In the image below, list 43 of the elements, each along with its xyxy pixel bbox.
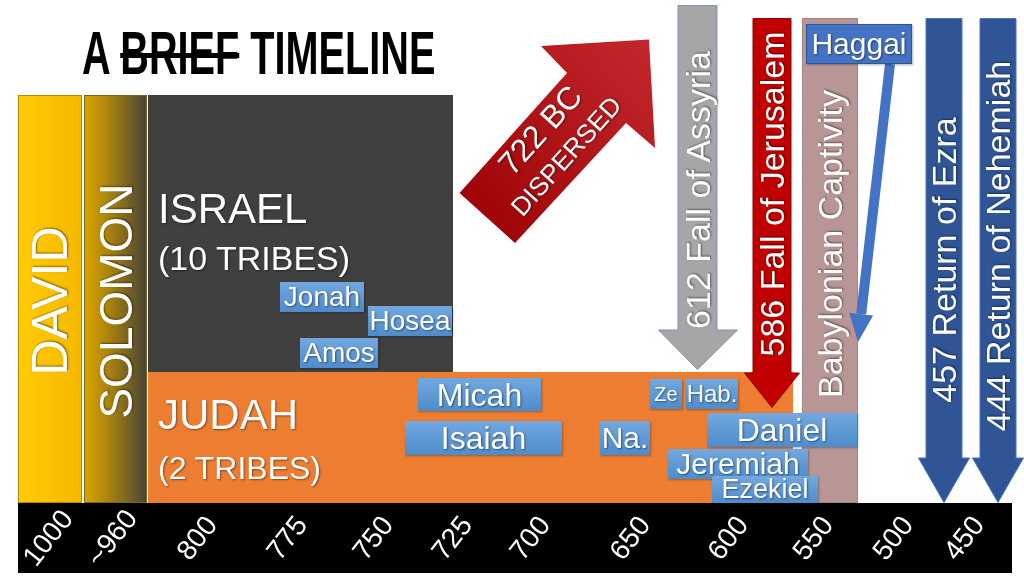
kingdom-label: JUDAH	[158, 394, 298, 436]
year-label: 725	[426, 510, 478, 566]
prophet-tag: Daniel	[707, 413, 857, 447]
event-pointer	[458, 38, 656, 244]
year-label: 450	[938, 510, 990, 566]
year-label: 700	[504, 510, 556, 566]
prophet-tag: Hab.	[686, 379, 738, 409]
event-pointer	[658, 5, 738, 370]
event-label: 444 Return of Nehemiah	[981, 60, 1015, 432]
prophet-tag: Ze	[650, 379, 682, 409]
period-label: DAVID	[25, 226, 75, 376]
year-label: 800	[171, 510, 223, 566]
period-label: Babylonian Captivity	[813, 89, 847, 399]
prophet-tag: Hosea	[368, 306, 452, 336]
prophet-tag: Micah	[418, 378, 541, 411]
event-label: 457 Return of Ezra	[927, 117, 961, 403]
year-label: 650	[604, 510, 656, 566]
prophet-tag: Amos	[300, 338, 378, 368]
prophet-tag: Jeremiah	[668, 449, 808, 479]
kingdom-label: ISRAEL	[158, 188, 308, 230]
prophet-tag: Jonah	[280, 282, 364, 312]
event-label: 586 Fall of Jerusalem	[755, 31, 789, 357]
period-label: SOLOMON	[92, 183, 139, 419]
year-label: 500	[867, 510, 919, 566]
prophet-tag: Haggai	[806, 24, 912, 64]
kingdom-block	[148, 95, 453, 372]
period-bar	[18, 95, 82, 503]
year-label: 550	[787, 510, 839, 566]
event-label: 612 Fall of Assyria	[680, 51, 715, 329]
event-pointer	[972, 18, 1024, 503]
arrow	[849, 63, 895, 342]
title: A BRIEF TIMELINE	[82, 22, 436, 84]
prophet-tag: Na.	[600, 421, 650, 455]
year-label: 750	[347, 510, 399, 566]
year-label: 600	[702, 510, 754, 566]
prophet-tag: Ezekiel	[712, 476, 818, 503]
event-pointer	[744, 18, 800, 408]
prophet-tag: Isaiah	[405, 421, 562, 455]
event-pointer	[918, 18, 970, 503]
period-bar	[84, 95, 147, 503]
tribes-label: (2 TRIBES)	[158, 452, 321, 484]
tribes-label: (10 TRIBES)	[158, 241, 351, 275]
year-label: 775	[261, 510, 313, 566]
